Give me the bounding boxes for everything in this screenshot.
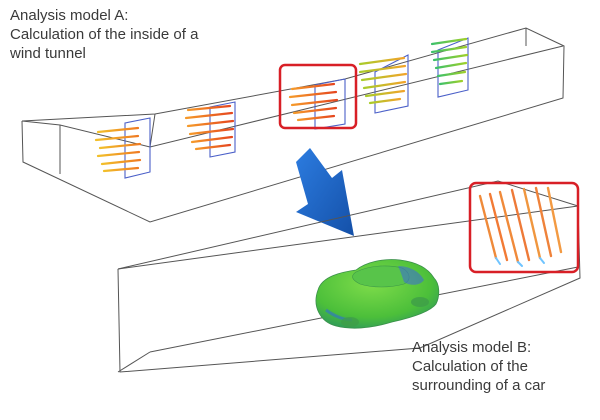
car-icon xyxy=(315,259,440,329)
model-a-description-line-1: Calculation of the inside of a xyxy=(10,26,199,43)
vector-cluster-1 xyxy=(94,126,142,173)
model-b-description-line-1: Calculation of the xyxy=(412,358,528,375)
flow-transfer-arrow-icon xyxy=(296,148,354,236)
tunnel-b-highlight-box xyxy=(468,181,580,274)
wind-tunnel-b-outline xyxy=(117,180,581,373)
vector-cluster-3 xyxy=(288,82,339,122)
tunnel-b-inflow-vectors xyxy=(478,186,563,267)
tunnel-a-highlight-box xyxy=(278,63,358,130)
tunnel-a-section-planes xyxy=(124,37,469,179)
model-b-caption: Analysis model B: Calculation of the sur… xyxy=(412,338,545,395)
model-a-description-line-2: wind tunnel xyxy=(10,45,86,62)
model-a-caption: Analysis model A: Calculation of the ins… xyxy=(10,6,198,63)
model-b-description-line-2: surrounding of a car xyxy=(412,377,546,394)
model-b-title: Analysis model B: xyxy=(412,339,532,356)
vector-cluster-2 xyxy=(184,104,235,151)
vector-cluster-5 xyxy=(430,37,469,86)
tunnel-a-flow-vectors xyxy=(94,37,469,173)
model-a-title: Analysis model A: xyxy=(10,7,129,24)
vector-cluster-4 xyxy=(358,56,408,105)
